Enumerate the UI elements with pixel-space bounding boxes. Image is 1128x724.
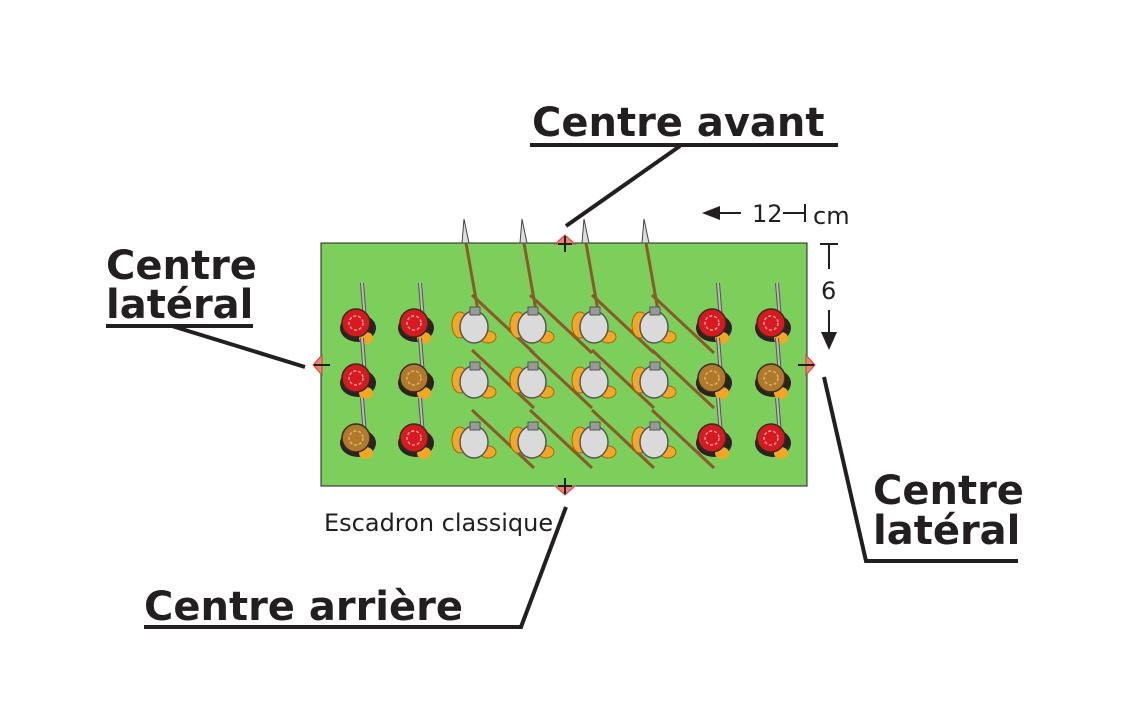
left-center-marker xyxy=(312,353,330,377)
pikeman-figure xyxy=(631,348,716,410)
right-center-marker xyxy=(798,353,816,377)
musketeer-figure xyxy=(340,337,376,399)
pikeman-figure xyxy=(451,408,536,470)
rear-center-label: Centre arrière xyxy=(144,584,463,630)
pikeman-figure xyxy=(571,408,656,470)
musketeer-figure xyxy=(755,282,791,344)
pikeman-figure xyxy=(631,218,716,355)
unit-base xyxy=(320,242,808,487)
depth-arrow-icon xyxy=(821,332,837,350)
rear-center-marker xyxy=(553,478,577,496)
left-side-label-line2: latéral xyxy=(106,282,253,328)
pikeman-figure xyxy=(571,348,656,410)
musketeer-figure xyxy=(398,397,434,459)
musketeer-figure xyxy=(696,337,732,399)
figures-layer xyxy=(340,218,791,470)
right-side-leader-line xyxy=(822,376,1018,563)
pikeman-figure xyxy=(451,348,536,410)
pikeman-figure xyxy=(451,218,536,355)
width-dimension: 12 cm xyxy=(702,200,850,230)
musketeer-figure xyxy=(340,397,376,459)
musketeer-figure xyxy=(340,282,376,344)
pikeman-figure xyxy=(509,348,594,410)
width-arrow-icon xyxy=(702,206,720,220)
musketeer-figure xyxy=(398,282,434,344)
depth-value: 6 xyxy=(821,277,836,305)
pikeman-figure xyxy=(571,218,656,355)
front-center-marker xyxy=(553,234,577,252)
musketeer-figure xyxy=(398,337,434,399)
pikeman-figure xyxy=(631,408,716,470)
right-side-label-line2: latéral xyxy=(873,508,1020,554)
left-side-leader-line xyxy=(171,324,306,369)
front-leader-line xyxy=(564,144,682,228)
pikeman-figure xyxy=(509,408,594,470)
musketeer-figure xyxy=(696,397,732,459)
left-side-label-line1: Centre xyxy=(106,243,257,289)
front-center-label: Centre avant xyxy=(532,100,825,146)
unit-name-label: Escadron classique xyxy=(324,509,553,537)
musketeer-figure xyxy=(755,337,791,399)
right-side-label-line1: Centre xyxy=(873,468,1024,514)
rear-leader-line xyxy=(144,506,568,629)
depth-dimension: 6 xyxy=(820,243,838,350)
width-unit: cm xyxy=(813,202,850,230)
pikeman-figure xyxy=(509,218,594,355)
width-value: 12 xyxy=(752,200,783,228)
musketeer-figure xyxy=(755,397,791,459)
